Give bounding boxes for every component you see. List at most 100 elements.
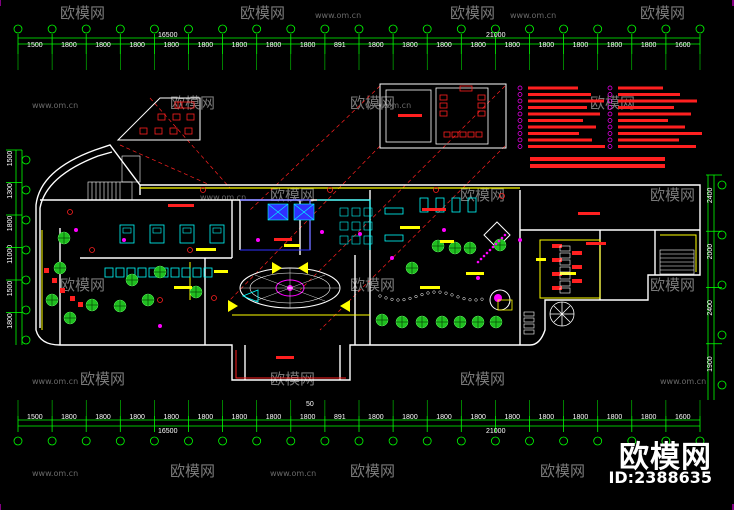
legend-text-bar bbox=[618, 132, 702, 135]
path-stone bbox=[503, 233, 507, 237]
legend-marker bbox=[517, 111, 523, 117]
axis-dimension-label: 1800 bbox=[266, 42, 282, 49]
cyan-bed-icon bbox=[179, 224, 195, 244]
grid-bubble bbox=[81, 436, 91, 446]
red-seat-mark bbox=[552, 286, 562, 290]
yellow-label-bar bbox=[196, 248, 216, 251]
grid-bubble bbox=[717, 330, 727, 340]
axis-dimension-label: 1800 bbox=[163, 42, 179, 49]
magenta-dot bbox=[158, 324, 162, 328]
grid-bubble bbox=[13, 436, 23, 446]
elevator-cross bbox=[267, 203, 289, 221]
red-label-bar bbox=[60, 288, 65, 293]
yellow-label-bar bbox=[400, 226, 420, 229]
watermark-url-text: www.om.cn bbox=[270, 469, 316, 478]
axis-dimension-label: 891 bbox=[334, 42, 346, 49]
axis-dimension-label: 1800 bbox=[7, 313, 14, 329]
legend-marker bbox=[517, 85, 523, 91]
path-stone bbox=[485, 251, 489, 255]
magenta-dot bbox=[390, 256, 394, 260]
watermark-id: ID:2388635 bbox=[608, 468, 712, 487]
path-stone bbox=[408, 296, 412, 300]
grid-bubble bbox=[525, 436, 534, 446]
grid-bubble bbox=[21, 215, 31, 225]
magenta-dot bbox=[476, 276, 480, 280]
path-stone bbox=[438, 290, 442, 294]
grid-bubble bbox=[354, 436, 364, 446]
grid-bubble bbox=[47, 436, 57, 446]
legend-marker bbox=[517, 118, 523, 123]
path-stone bbox=[426, 291, 430, 295]
yellow-label-bar bbox=[560, 272, 576, 275]
seat-icon bbox=[559, 280, 571, 287]
grid-bubble bbox=[422, 24, 432, 34]
watermark-brand-text: 欧模网 bbox=[590, 94, 635, 112]
axis-dimension-label: 1800 bbox=[368, 42, 384, 49]
chair-icon bbox=[443, 131, 451, 138]
tree-icon bbox=[45, 293, 59, 307]
axis-dimension-label: 1800 bbox=[607, 42, 623, 49]
grid-bubble bbox=[490, 436, 500, 446]
seat-icon bbox=[523, 323, 535, 329]
grid-bubble bbox=[559, 24, 568, 34]
grid-bubble bbox=[184, 436, 193, 446]
chair-icon bbox=[186, 113, 195, 121]
cyan-furniture bbox=[104, 197, 477, 303]
axis-dimension-label: 1800 bbox=[470, 414, 486, 421]
grid-bubble bbox=[661, 24, 671, 34]
axis-dimension-label: 1500 bbox=[7, 151, 14, 167]
legend-text-bar bbox=[528, 145, 605, 148]
axis-dimension-label: 1800 bbox=[198, 414, 214, 421]
red-bubble bbox=[327, 187, 333, 193]
magenta-dot bbox=[122, 238, 126, 242]
path-stone bbox=[396, 298, 400, 302]
legend-text-bar bbox=[528, 99, 604, 103]
grid-bubble bbox=[21, 305, 31, 315]
legend-text-bar bbox=[528, 132, 579, 135]
axis-dimension-label: 1800 bbox=[198, 42, 214, 49]
axis-dimension-label: 1800 bbox=[573, 42, 589, 49]
tree-icon bbox=[85, 298, 99, 312]
cyan-sink-icon bbox=[384, 207, 404, 215]
seat-icon bbox=[559, 266, 571, 273]
tree-icon bbox=[53, 261, 67, 275]
path-stone bbox=[468, 298, 472, 302]
bottom-axis-ticks bbox=[17, 416, 701, 432]
seat-icon bbox=[559, 259, 571, 266]
grid-bubble bbox=[286, 24, 296, 34]
cyan-sink-icon bbox=[384, 234, 404, 242]
legend-marker bbox=[607, 118, 613, 123]
yellow-label-bar bbox=[420, 286, 440, 289]
legend-marker bbox=[517, 124, 523, 130]
grid-bubble bbox=[388, 436, 398, 446]
watermark-brand-text: 欧模网 bbox=[270, 370, 315, 388]
yellow-label-bar bbox=[174, 286, 192, 289]
watermark-brand-text: 欧模网 bbox=[270, 186, 315, 204]
detail-callout-small bbox=[116, 97, 201, 141]
seat-icon bbox=[559, 245, 571, 252]
seat-icon bbox=[523, 329, 535, 335]
tree-icon bbox=[471, 315, 485, 329]
watermark-brand-text: 欧模网 bbox=[640, 4, 685, 22]
red-label-bar bbox=[422, 208, 446, 211]
watermark-brand-text: 欧模网 bbox=[540, 462, 585, 480]
chair-icon bbox=[439, 110, 448, 117]
watermark-brand-text: 欧模网 bbox=[60, 276, 105, 294]
grid-bubble bbox=[21, 245, 31, 255]
red-bubble bbox=[89, 247, 95, 253]
chair-icon bbox=[439, 102, 448, 109]
red-label-bar bbox=[400, 114, 422, 117]
magenta-dot bbox=[442, 228, 446, 232]
grid-bubble bbox=[593, 24, 603, 34]
axis-dimension-label: 1800 bbox=[470, 42, 486, 49]
tree-icon bbox=[113, 299, 127, 313]
red-annotation-marks bbox=[44, 114, 606, 359]
chair-icon bbox=[169, 127, 178, 135]
cyan-seat-icon bbox=[203, 267, 213, 278]
yellow-box bbox=[497, 299, 513, 311]
legend-text-bar bbox=[618, 119, 668, 122]
seat-icon bbox=[559, 273, 571, 280]
legend-text-bar bbox=[618, 112, 691, 116]
axis-dimension-label: 2400 bbox=[707, 187, 714, 203]
chair-icon bbox=[467, 131, 475, 138]
